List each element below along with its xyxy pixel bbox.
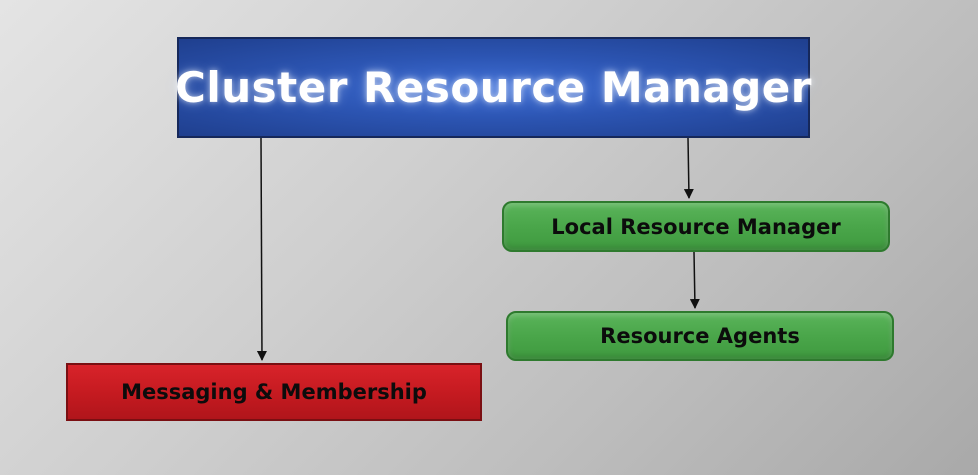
resource-agents-label: Resource Agents (600, 324, 800, 348)
cluster-resource-manager-label: Cluster Resource Manager (175, 63, 812, 112)
cluster-resource-manager-node: Cluster Resource Manager (175, 37, 812, 138)
edge-lrm-to-agents (689, 251, 700, 309)
local-resource-manager-label: Local Resource Manager (551, 214, 841, 239)
messaging-membership-label: Messaging & Membership (121, 380, 427, 404)
local-resource-manager-node: Local Resource Manager (502, 201, 890, 252)
edge-crm-to-lrm (683, 137, 694, 199)
messaging-membership-node: Messaging & Membership (66, 363, 482, 421)
edge-crm-to-messaging (256, 137, 267, 361)
resource-agents-node: Resource Agents (506, 311, 894, 361)
